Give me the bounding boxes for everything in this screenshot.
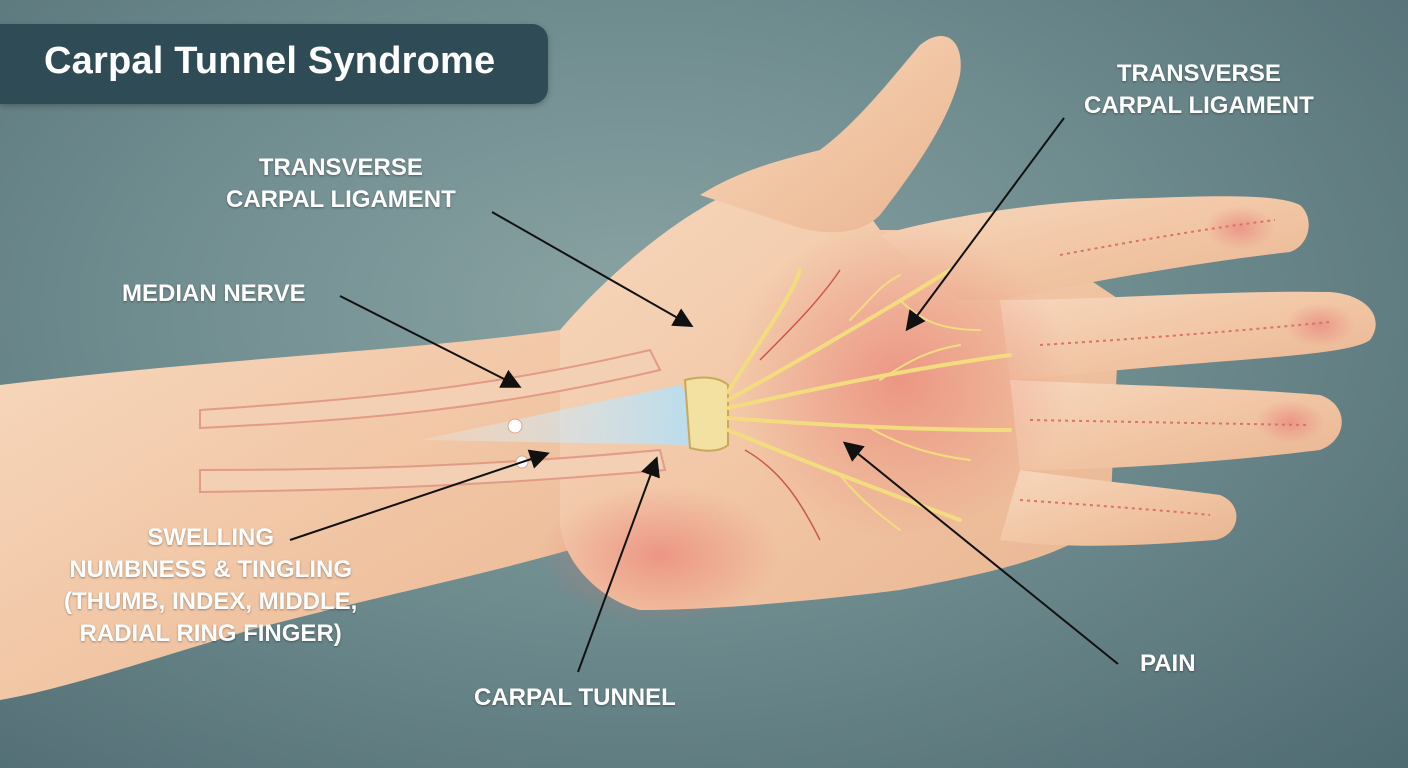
label-tcl-right: TRANSVERSE CARPAL LIGAMENT [1084,58,1314,122]
label-tcl-left-line1: TRANSVERSE [226,152,456,184]
label-pain: PAIN [1140,648,1196,680]
label-symptoms-line2: NUMBNESS & TINGLING [64,554,357,586]
palm-inflammation [730,220,1070,540]
label-symptoms: SWELLING NUMBNESS & TINGLING (THUMB, IND… [64,522,357,650]
swelling-bubble-1 [508,419,522,433]
ligament-band [685,378,728,451]
label-symptoms-line1: SWELLING [64,522,357,554]
diagram-title: Carpal Tunnel Syndrome [44,40,495,83]
thumb [700,36,961,232]
tip-red-middle [1285,303,1355,347]
thenar-swelling [540,485,780,625]
label-symptoms-line4: RADIAL RING FINGER) [64,618,357,650]
label-tcl-right-line1: TRANSVERSE [1084,58,1314,90]
label-symptoms-line3: (THUMB, INDEX, MIDDLE, [64,586,357,618]
label-carpal-tunnel: CARPAL TUNNEL [474,682,676,714]
tip-red-ring [1255,400,1325,444]
tip-red-index [1205,206,1275,250]
label-median-nerve: MEDIAN NERVE [122,278,306,310]
label-tcl-left-line2: CARPAL LIGAMENT [226,184,456,216]
label-tcl-left: TRANSVERSE CARPAL LIGAMENT [226,152,456,216]
label-tcl-right-line2: CARPAL LIGAMENT [1084,90,1314,122]
